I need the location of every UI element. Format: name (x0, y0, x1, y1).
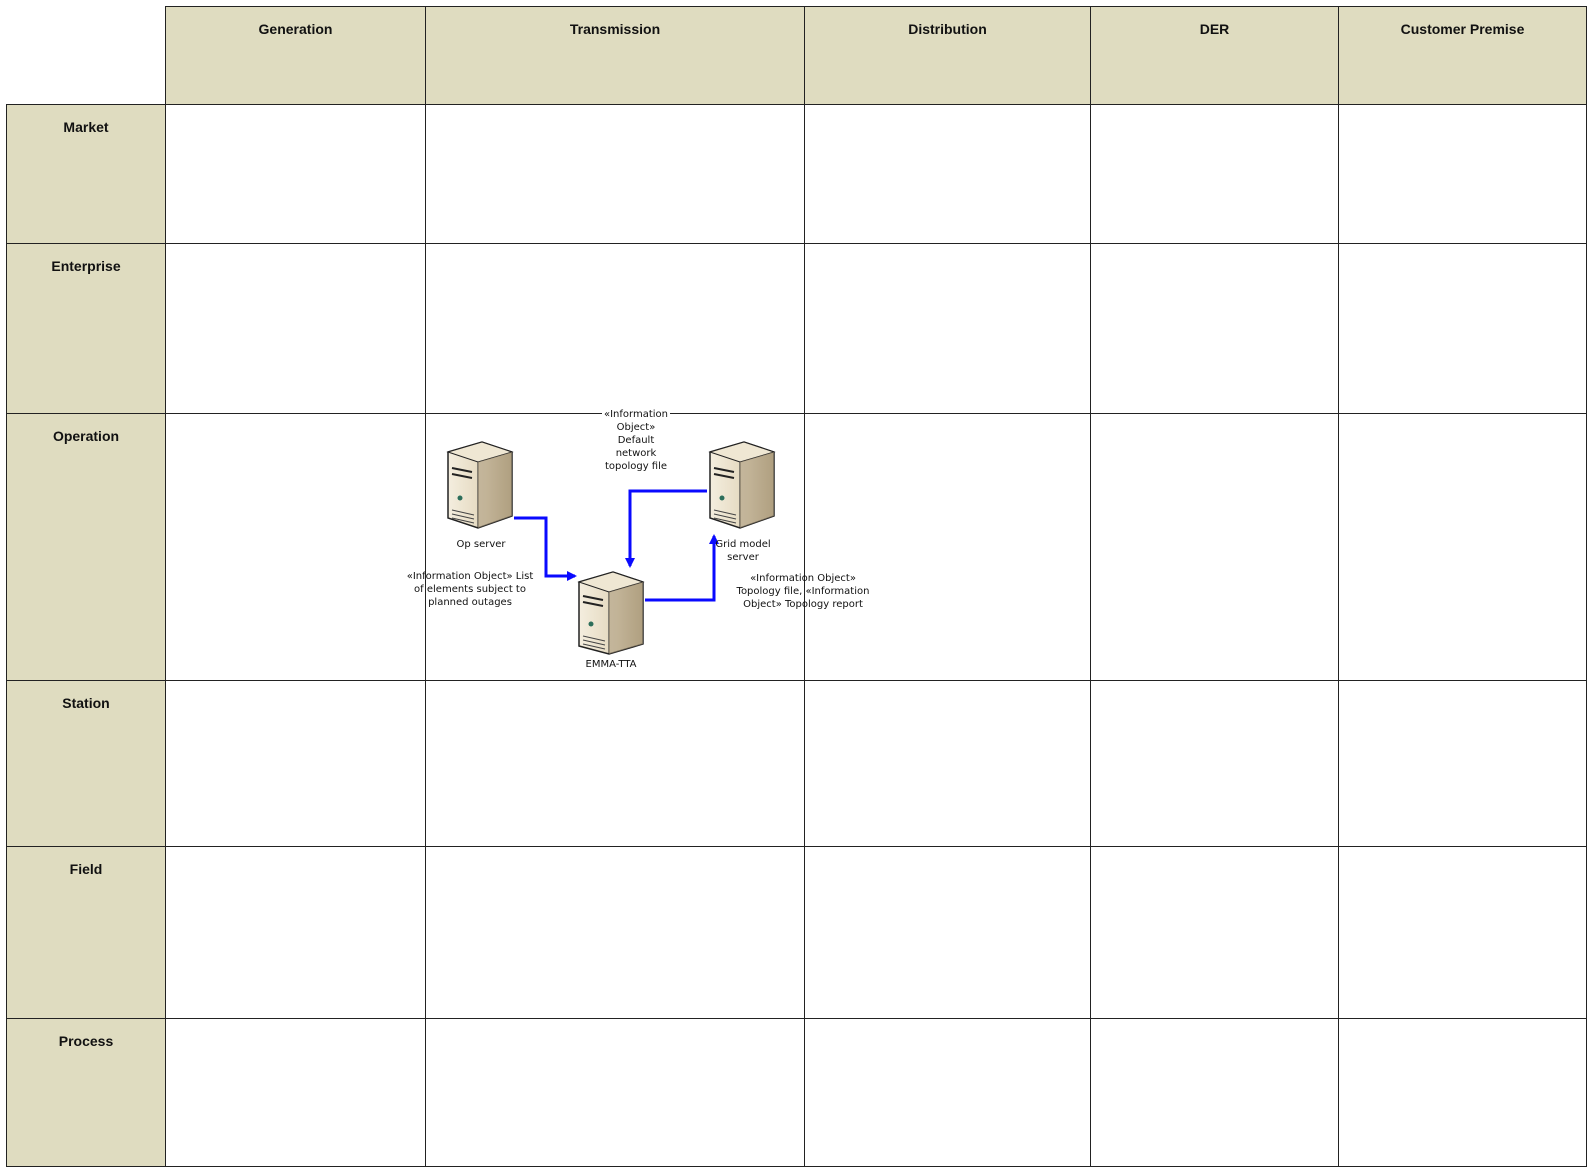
grid-cell (425, 104, 805, 244)
grid-cell (1338, 413, 1587, 681)
grid-cell (165, 413, 426, 681)
flow-label-topology-report: «Information Object» Topology file, «Inf… (736, 573, 870, 610)
arrow-grid-model-to-emma[interactable] (625, 489, 707, 568)
grid-cell (1090, 104, 1339, 244)
arrow-emma-to-grid-model[interactable] (645, 534, 719, 602)
grid-cell (804, 413, 1091, 681)
grid-cell (1338, 243, 1587, 414)
column-header-transmission: Transmission (425, 6, 805, 105)
server-icon (708, 441, 776, 529)
grid-cell (1338, 104, 1587, 244)
grid-cell (804, 846, 1091, 1019)
row-header-operation: Operation (6, 413, 166, 681)
server-icon (577, 571, 645, 655)
grid-cell (425, 1018, 805, 1167)
grid-cell (804, 104, 1091, 244)
flow-label-outages: «Information Object» List of elements su… (406, 571, 534, 608)
arrow-op-server-to-emma[interactable] (514, 516, 577, 581)
column-header-generation: Generation (165, 6, 426, 105)
row-header-process: Process (6, 1018, 166, 1167)
grid-cell (1338, 1018, 1587, 1167)
column-header-distribution: Distribution (804, 6, 1091, 105)
grid-model-server-node[interactable] (702, 438, 782, 539)
grid-cell (804, 243, 1091, 414)
op-server-node[interactable] (440, 438, 520, 539)
row-header-enterprise: Enterprise (6, 243, 166, 414)
grid-cell (1338, 846, 1587, 1019)
server-icon (446, 441, 514, 529)
grid-cell (165, 243, 426, 414)
grid-cell (425, 680, 805, 847)
op-server-label: Op server (456, 539, 506, 550)
flow-label-default-topology: «Information Object» Default network top… (602, 408, 670, 473)
grid-cell (165, 104, 426, 244)
grid-cell (1338, 680, 1587, 847)
grid-cell (165, 680, 426, 847)
emma-tta-label: EMMA-TTA (585, 659, 637, 670)
row-header-station: Station (6, 680, 166, 847)
row-header-field: Field (6, 846, 166, 1019)
grid-model-server-label: Grid model server (715, 539, 771, 563)
emma-tta-node[interactable] (571, 568, 651, 669)
grid-cell (425, 243, 805, 414)
grid-cell (1090, 413, 1339, 681)
column-header-customer-premise: Customer Premise (1338, 6, 1587, 105)
grid-cell (1090, 1018, 1339, 1167)
